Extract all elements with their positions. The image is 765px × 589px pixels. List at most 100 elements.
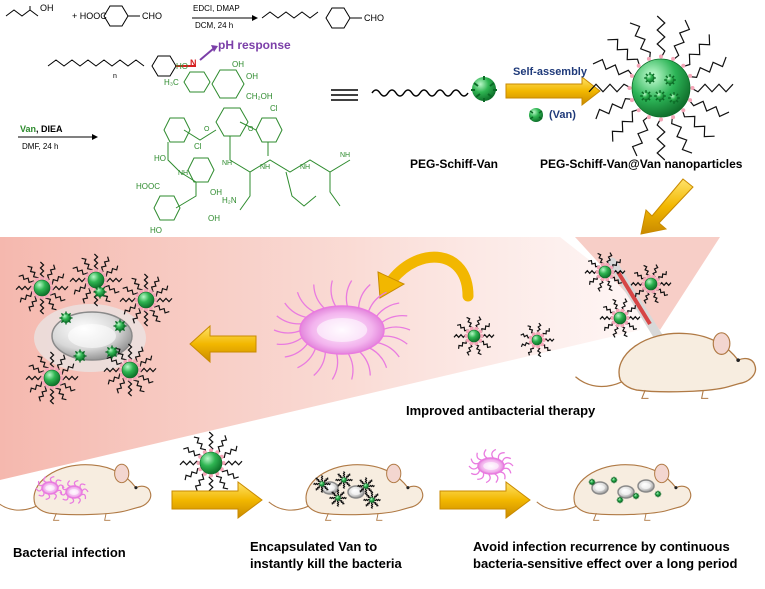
- ch3-label: H₃C: [164, 78, 179, 87]
- peg-chain: [136, 373, 154, 384]
- van-spike: [589, 482, 592, 485]
- peg-chain: [323, 477, 329, 483]
- schiff-linker: [625, 316, 630, 320]
- encapsulated-label-1: Encapsulated Van to: [250, 539, 378, 554]
- peg-schiff-van-chain: [371, 89, 469, 97]
- n-subscript: n: [113, 73, 117, 80]
- van-spike: [94, 286, 99, 291]
- van-spike: [589, 479, 592, 482]
- bacterium-highlight: [68, 324, 116, 348]
- peg-chain: [346, 478, 353, 482]
- solvent-2: DMF, 24 h: [22, 142, 59, 151]
- van-drug-icon: [644, 72, 656, 84]
- peg-chain: [345, 481, 351, 487]
- van-spike: [67, 319, 72, 324]
- flagellum: [491, 448, 497, 459]
- encapsulated-label-2: instantly kill the bacteria: [250, 556, 402, 571]
- schiff-linker: [536, 344, 541, 349]
- schiff-linker: [40, 295, 44, 300]
- mouse: [575, 332, 757, 399]
- reagent-van: Van: [20, 124, 37, 134]
- peg-chain: [132, 306, 143, 324]
- mouse-ear: [386, 463, 402, 484]
- peg-chain: [103, 367, 123, 373]
- nanoparticle-core: [319, 481, 325, 487]
- van-spike: [645, 79, 649, 83]
- peg-chain: [149, 276, 160, 294]
- peg-chain: [82, 286, 93, 304]
- peg-chain: [592, 58, 634, 77]
- van-spike: [641, 91, 645, 95]
- peg-chain: [55, 354, 66, 372]
- nh-label-2: NH: [222, 160, 233, 167]
- van-spike: [121, 320, 126, 325]
- cl-label-1: Cl: [194, 142, 202, 151]
- peg-chain: [320, 486, 324, 493]
- peg-chain: [588, 83, 632, 93]
- schiff-linker: [610, 316, 615, 320]
- curved-arrow-head: [377, 271, 406, 299]
- schiff-linker: [629, 98, 634, 103]
- peg-chain: [102, 283, 120, 294]
- schiff-linker: [671, 56, 676, 61]
- peg-chain: [127, 377, 133, 397]
- imine-n-label: N: [190, 58, 197, 68]
- peg-chain: [370, 502, 374, 509]
- nanoparticle-core: [137, 291, 155, 309]
- schiff-linker: [610, 270, 615, 274]
- bacterium-highlight: [45, 485, 55, 491]
- schiff-linker: [646, 115, 651, 120]
- peg-chain: [183, 446, 203, 458]
- flagellum: [501, 456, 512, 463]
- bacterium-highlight: [641, 483, 651, 489]
- peg-chain: [367, 487, 373, 493]
- peg-chain: [595, 98, 634, 120]
- peg-chain: [607, 38, 641, 67]
- cooh-label: HOOC: [136, 182, 160, 191]
- van-spike: [647, 91, 651, 95]
- mouse-tail: [575, 376, 623, 388]
- schiff-linker: [40, 276, 44, 281]
- mouse-ear: [114, 463, 130, 484]
- hooc-label: + HOOC: [72, 11, 107, 21]
- cho-label-2: CHO: [364, 13, 384, 23]
- bacterium: [347, 485, 365, 499]
- avoid-recurrence-label-2: bacteria-sensitive effect over a long pe…: [473, 556, 738, 571]
- schiff-linker: [681, 108, 686, 113]
- peg-chain: [19, 291, 36, 303]
- schiff-linker: [94, 268, 98, 273]
- schiff-linker: [671, 115, 676, 120]
- flagellum: [485, 473, 491, 484]
- nanoparticle: [453, 316, 495, 356]
- van-drug-icon: [654, 90, 666, 102]
- nanoparticle: [357, 477, 375, 495]
- van-spike: [669, 93, 673, 97]
- nanoparticle: [103, 343, 157, 397]
- peg-chain-2: [47, 55, 177, 77]
- bacterium-highlight: [621, 489, 631, 495]
- mouse: [536, 463, 692, 521]
- peg-chain: [221, 460, 243, 466]
- self-assembly-arrow: [505, 75, 601, 107]
- schiff-linker: [128, 377, 132, 382]
- peg-chain: [106, 356, 124, 367]
- schiff-linker: [137, 368, 142, 372]
- van-legend-label: (Van): [549, 109, 576, 121]
- bacterium-highlight: [351, 489, 361, 495]
- van-spike: [658, 494, 661, 497]
- schiff-linker: [464, 334, 469, 338]
- van-drug-icon: [664, 74, 676, 86]
- peg-chain: [25, 375, 45, 381]
- peg-chain: [179, 460, 201, 466]
- nanoparticle-core: [43, 369, 61, 387]
- van-spike: [658, 491, 661, 494]
- schiff-linker: [134, 298, 139, 302]
- pink-bacterium: [273, 280, 411, 380]
- peg-chain: [631, 115, 650, 157]
- flagellum: [502, 462, 514, 467]
- bacterium: [617, 485, 635, 499]
- peg-chain: [364, 488, 368, 495]
- schiff-linker: [209, 473, 213, 478]
- schiff-linker: [627, 86, 632, 90]
- peg-chain: [373, 493, 379, 499]
